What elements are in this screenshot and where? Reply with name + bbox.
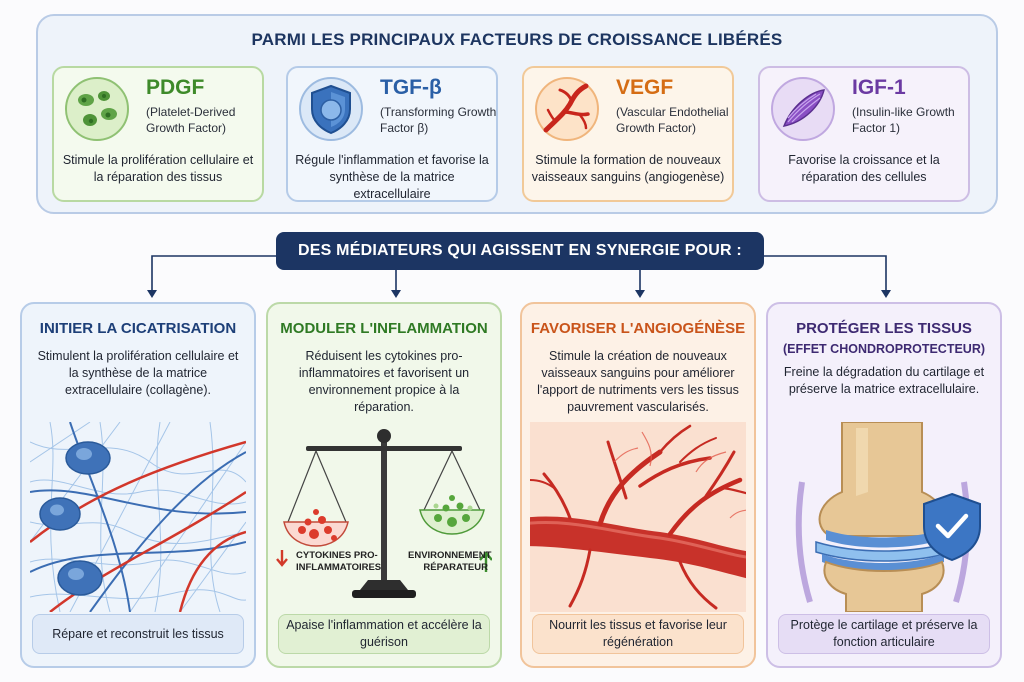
factor-abbr: PDGF [146, 76, 205, 99]
card-favoriser-angiogenese: FAVORISER L'ANGIOGÉNÈSE Stimule la créat… [520, 302, 756, 668]
factor-description: Stimule la formation de nouveaux vaissea… [531, 153, 725, 184]
card-moduler-inflammation: MODULER L'INFLAMMATION Réduisent les cyt… [266, 302, 502, 668]
blood-vessel-icon [535, 77, 599, 141]
factor-full-name: (Transforming Growth Factor β) [380, 105, 497, 135]
panel-title: PARMI LES PRINCIPAUX FACTEURS DE CROISSA… [251, 30, 783, 49]
muscle-fiber-icon [771, 77, 835, 141]
collagen-fibers-illustration [30, 422, 246, 612]
factor-full-name: (Insulin-like Growth Factor 1) [852, 105, 955, 135]
platelet-cells-icon [65, 77, 129, 141]
card-subtitle: (EFFET CHONDROPROTECTEUR) [782, 342, 986, 356]
factor-card-vegf: VEGF (Vascular Endothelial Growth Factor… [522, 66, 734, 202]
factor-abbr: IGF-1 [852, 76, 906, 99]
factor-full-name: (Vascular Endothelial Growth Factor) [616, 105, 729, 135]
card-footer: Répare et reconstruit les tissus [32, 614, 244, 654]
factor-description: Favorise la croissance et la réparation … [788, 153, 940, 184]
factor-card-igf-1: IGF-1 (Insulin-like Growth Factor 1) Fav… [758, 66, 970, 202]
card-title: INITIER LA CICATRISATION [39, 320, 237, 337]
factor-full-name: (Platelet-Derived Growth Factor) [146, 105, 236, 135]
card-footer: Nourrit les tissus et favorise leur régé… [532, 614, 744, 654]
factor-abbr: TGF-β [380, 76, 442, 99]
balance-scale-illustration [276, 429, 492, 598]
card-initier-cicatrisation: INITIER LA CICATRISATION Stimulent la pr… [20, 302, 256, 668]
growth-factors-panel: PARMI LES PRINCIPAUX FACTEURS DE CROISSA… [36, 14, 998, 214]
card-title: PROTÉGER LES TISSUS [796, 320, 972, 337]
knee-joint-illustration [795, 422, 981, 612]
card-proteger-tissus: PROTÉGER LES TISSUS (EFFET CHONDROPROTEC… [766, 302, 1002, 668]
cytokines-label: CYTOKINES PRO-INFLAMMATOIRES [296, 550, 382, 573]
card-title: FAVORISER L'ANGIOGÉNÈSE [530, 320, 746, 337]
shield-icon [299, 77, 363, 141]
factor-card-pdgf: PDGF (Platelet-Derived Growth Factor) St… [52, 66, 264, 202]
angiogenesis-illustration [530, 422, 746, 612]
environment-label: ENVIRONNEMENT RÉPARATEUR [408, 550, 492, 573]
card-footer: Apaise l'inflammation et accélère la gué… [278, 614, 490, 654]
factor-abbr: VEGF [616, 76, 674, 99]
card-description: Stimule la création de nouveaux vaisseau… [537, 349, 739, 414]
card-title: MODULER L'INFLAMMATION [280, 320, 488, 337]
card-description: Réduisent les cytokines pro-inflammatoir… [298, 349, 470, 414]
factor-card-tgf-beta: TGF-β (Transforming Growth Factor β) Rég… [286, 66, 498, 202]
card-description: Stimulent la prolifération cellulaire et… [37, 349, 239, 397]
synergy-banner: DES MÉDIATEURS QUI AGISSENT EN SYNERGIE … [276, 232, 764, 270]
factor-description: Régule l'inflammation et favorise la syn… [295, 153, 489, 201]
factor-description: Stimule la prolifération cellulaire et l… [62, 153, 254, 184]
card-footer: Protège le cartilage et préserve la fonc… [778, 614, 990, 654]
card-description: Freine la dégradation du cartilage et pr… [783, 365, 985, 396]
